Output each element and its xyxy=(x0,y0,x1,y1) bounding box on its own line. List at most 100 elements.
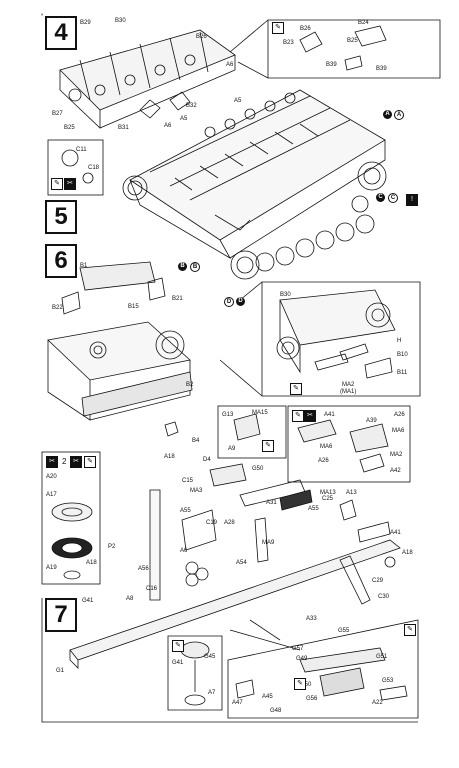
marker-d: D xyxy=(236,297,245,306)
cut-icon: ✂ xyxy=(64,178,76,190)
part-label: MA9 xyxy=(262,540,275,546)
inset-part-label: B26 xyxy=(300,26,311,32)
part-label: A18 xyxy=(402,550,413,556)
part-label: A6 xyxy=(164,123,172,129)
step-number-4: 4 xyxy=(45,16,77,50)
part-label: A6 xyxy=(226,62,234,68)
glue-icon: ✎ xyxy=(404,624,416,636)
part-label: MA3 xyxy=(190,488,203,494)
part-label: A33 xyxy=(306,616,317,622)
part-label: A54 xyxy=(236,560,247,566)
inset-part-label: (MA1) xyxy=(340,389,357,395)
inset-part-label: B30 xyxy=(280,292,291,298)
marker-a: A xyxy=(383,110,392,119)
part-label: C11 xyxy=(76,147,87,153)
part-label: C16 xyxy=(146,586,158,592)
part-label: B22 xyxy=(52,305,63,311)
inset-part-label: MA2 xyxy=(390,452,403,458)
part-label: B1 xyxy=(80,263,88,269)
part-label: B15 xyxy=(128,304,139,310)
part-label: B31 xyxy=(118,125,129,131)
part-label: A55 xyxy=(180,508,191,514)
part-label: A18 xyxy=(164,454,175,460)
inset-part-label: A22 xyxy=(372,700,383,706)
inset-part-label: G13 xyxy=(222,412,234,418)
part-label: A28 xyxy=(224,520,235,526)
part-label: G41 xyxy=(82,598,94,604)
glue-icon: ✎ xyxy=(292,410,304,422)
inset-part-label: B10 xyxy=(397,352,408,358)
step-number-7: 7 xyxy=(45,598,77,632)
part-label: C18 xyxy=(88,165,100,171)
inset-part-label: G41 xyxy=(172,660,184,666)
marker-c-ring: C xyxy=(388,193,398,203)
part-label: A8 xyxy=(126,596,134,602)
inset-part-label: A41 xyxy=(324,412,335,418)
cut-icon: ✂ xyxy=(46,456,58,468)
part-label: B2 xyxy=(186,382,194,388)
part-label: G1 xyxy=(56,668,65,674)
cut-icon: ✂ xyxy=(304,410,316,422)
glue-icon: ✎ xyxy=(290,383,302,395)
marker-b: B xyxy=(178,262,187,271)
part-label: C29 xyxy=(372,578,384,584)
part-label: B21 xyxy=(172,296,183,302)
inset-part-label: B24 xyxy=(358,20,369,26)
glue-icon: ✎ xyxy=(51,178,63,190)
inset-part-label: MA6 xyxy=(392,428,405,434)
inset-part-label: A47 xyxy=(232,700,243,706)
part-label: G50 xyxy=(252,466,264,472)
quantity-label: 2 xyxy=(62,457,67,466)
attention-icon: ! xyxy=(406,194,418,206)
inset-part-label: G51 xyxy=(376,654,388,660)
marker-a-ring: A xyxy=(394,110,404,120)
inset-part-label: G57 xyxy=(292,646,304,652)
marker-c: C xyxy=(376,193,385,202)
inset-part-label: A26 xyxy=(394,412,405,418)
part-label: A5 xyxy=(234,98,242,104)
inset-part-label: MA6 xyxy=(320,444,333,450)
inset-part-label: MA2 xyxy=(342,382,355,388)
part-label: A6 xyxy=(180,548,188,554)
inset-part-label: G56 xyxy=(306,696,318,702)
glue-icon: ✎ xyxy=(272,22,284,34)
glue-icon: ✎ xyxy=(294,678,306,690)
inset-part-label: G53 xyxy=(382,678,394,684)
part-label: C19 xyxy=(206,520,218,526)
inset-part-label: G48 xyxy=(270,708,282,714)
part-label: P2 xyxy=(108,544,116,550)
part-label: A55 xyxy=(308,506,319,512)
part-label: A19 xyxy=(46,565,57,571)
inset-part-label: G45 xyxy=(204,654,216,660)
part-label: C15 xyxy=(182,478,194,484)
inset-part-label: A45 xyxy=(262,694,273,700)
glue-icon: ✎ xyxy=(262,440,274,452)
part-label: B32 xyxy=(186,103,197,109)
part-label: A18 xyxy=(86,560,97,566)
part-label: B27 xyxy=(52,111,63,117)
part-label: A20 xyxy=(46,474,57,480)
marker-d-ring: D xyxy=(224,297,234,307)
part-label: A31 xyxy=(266,500,277,506)
inset-part-label: A39 xyxy=(366,418,377,424)
inset-part-label: A26 xyxy=(318,458,329,464)
step-number-5: 5 xyxy=(45,200,77,234)
inset-part-label: A42 xyxy=(390,468,401,474)
inset-part-label: G55 xyxy=(338,628,350,634)
part-label: A56 xyxy=(138,566,149,572)
part-label: A13 xyxy=(346,490,357,496)
inset-part-label: A9 xyxy=(228,446,236,452)
inset-part-label: B25 xyxy=(347,38,358,44)
part-label: B30 xyxy=(115,18,126,24)
part-label: B25 xyxy=(64,125,75,131)
step-number-6: 6 xyxy=(45,244,77,278)
glue-icon: ✎ xyxy=(84,456,96,468)
glue-icon: ✎ xyxy=(172,640,184,652)
inset-part-label: G49 xyxy=(296,656,308,662)
inset-part-label: A7 xyxy=(208,690,216,696)
inset-part-label: B23 xyxy=(283,40,294,46)
part-label: B26 xyxy=(196,34,207,40)
inset-part-label: H xyxy=(397,338,402,344)
